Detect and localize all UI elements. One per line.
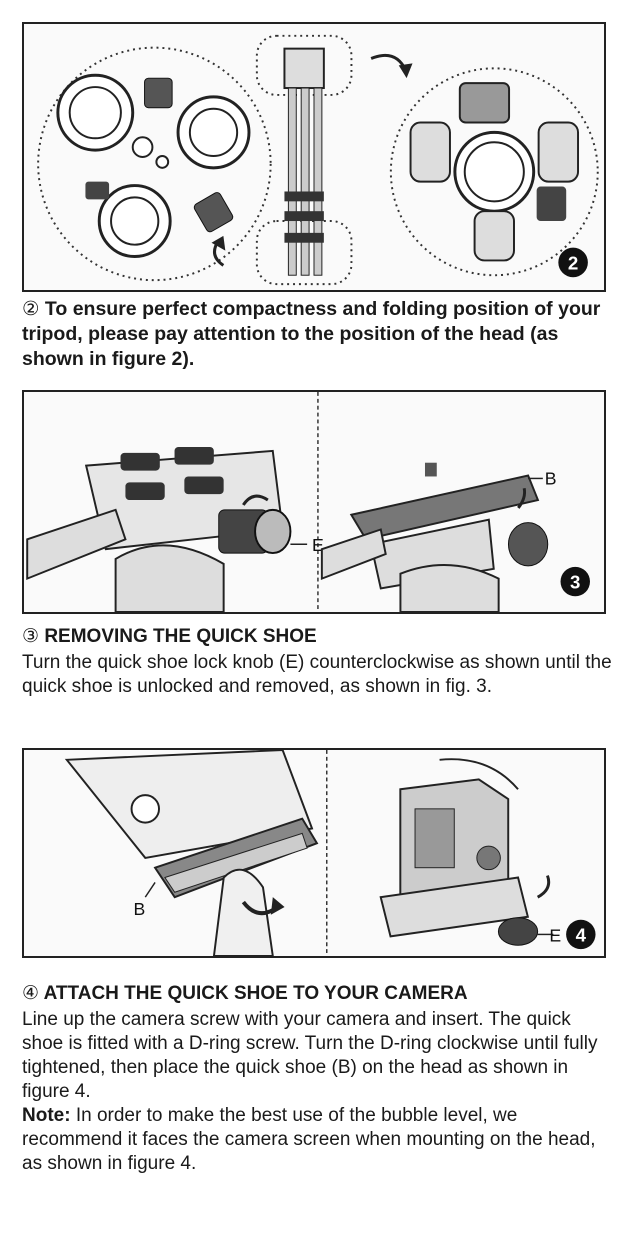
figure-2-illustration: 2 [37, 34, 599, 286]
section-2-caption-text: To ensure perfect compactness and foldin… [22, 298, 601, 370]
section-4-marker: ④ [22, 983, 40, 1004]
figure-badge-number: 2 [568, 252, 578, 273]
section-4-body: Line up the camera screw with your camer… [22, 1008, 612, 1176]
figure-badge [560, 566, 590, 597]
left-detail-circle [37, 46, 272, 282]
section-2-caption: ② To ensure perfect compactness and fold… [22, 297, 612, 372]
label-e: E [549, 925, 561, 945]
section-3-heading: ③ REMOVING THE QUICK SHOE [22, 625, 612, 649]
section-4-heading: ④ ATTACH THE QUICK SHOE TO YOUR CAMERA [22, 982, 612, 1006]
figure-badge [558, 247, 588, 278]
figure-3: E B 3 [22, 390, 606, 614]
note-text: In order to make the best use of the bub… [22, 1105, 596, 1174]
figure-badge [566, 919, 596, 950]
section-4-body-text: Line up the camera screw with your camer… [22, 1009, 598, 1102]
note-label: Note: [22, 1105, 71, 1126]
figure-4-illustration: B E 4 [64, 750, 596, 956]
figure-3-illustration: E B 3 [26, 392, 590, 612]
section-3-marker: ③ [22, 626, 40, 647]
figure-4: B E 4 [22, 748, 606, 958]
label-b: B [545, 468, 557, 488]
section-3-body: Turn the quick shoe lock knob (E) counte… [22, 652, 612, 697]
section-4-heading-text: ATTACH THE QUICK SHOE TO YOUR CAMERA [43, 983, 468, 1004]
label-b: B [134, 899, 146, 919]
figure-2: 2 [22, 22, 606, 292]
section-2-marker: ② [22, 298, 40, 320]
section-3-heading-text: REMOVING THE QUICK SHOE [44, 626, 317, 647]
figure-badge-number: 3 [570, 571, 580, 592]
figure-badge-number: 4 [576, 924, 587, 945]
